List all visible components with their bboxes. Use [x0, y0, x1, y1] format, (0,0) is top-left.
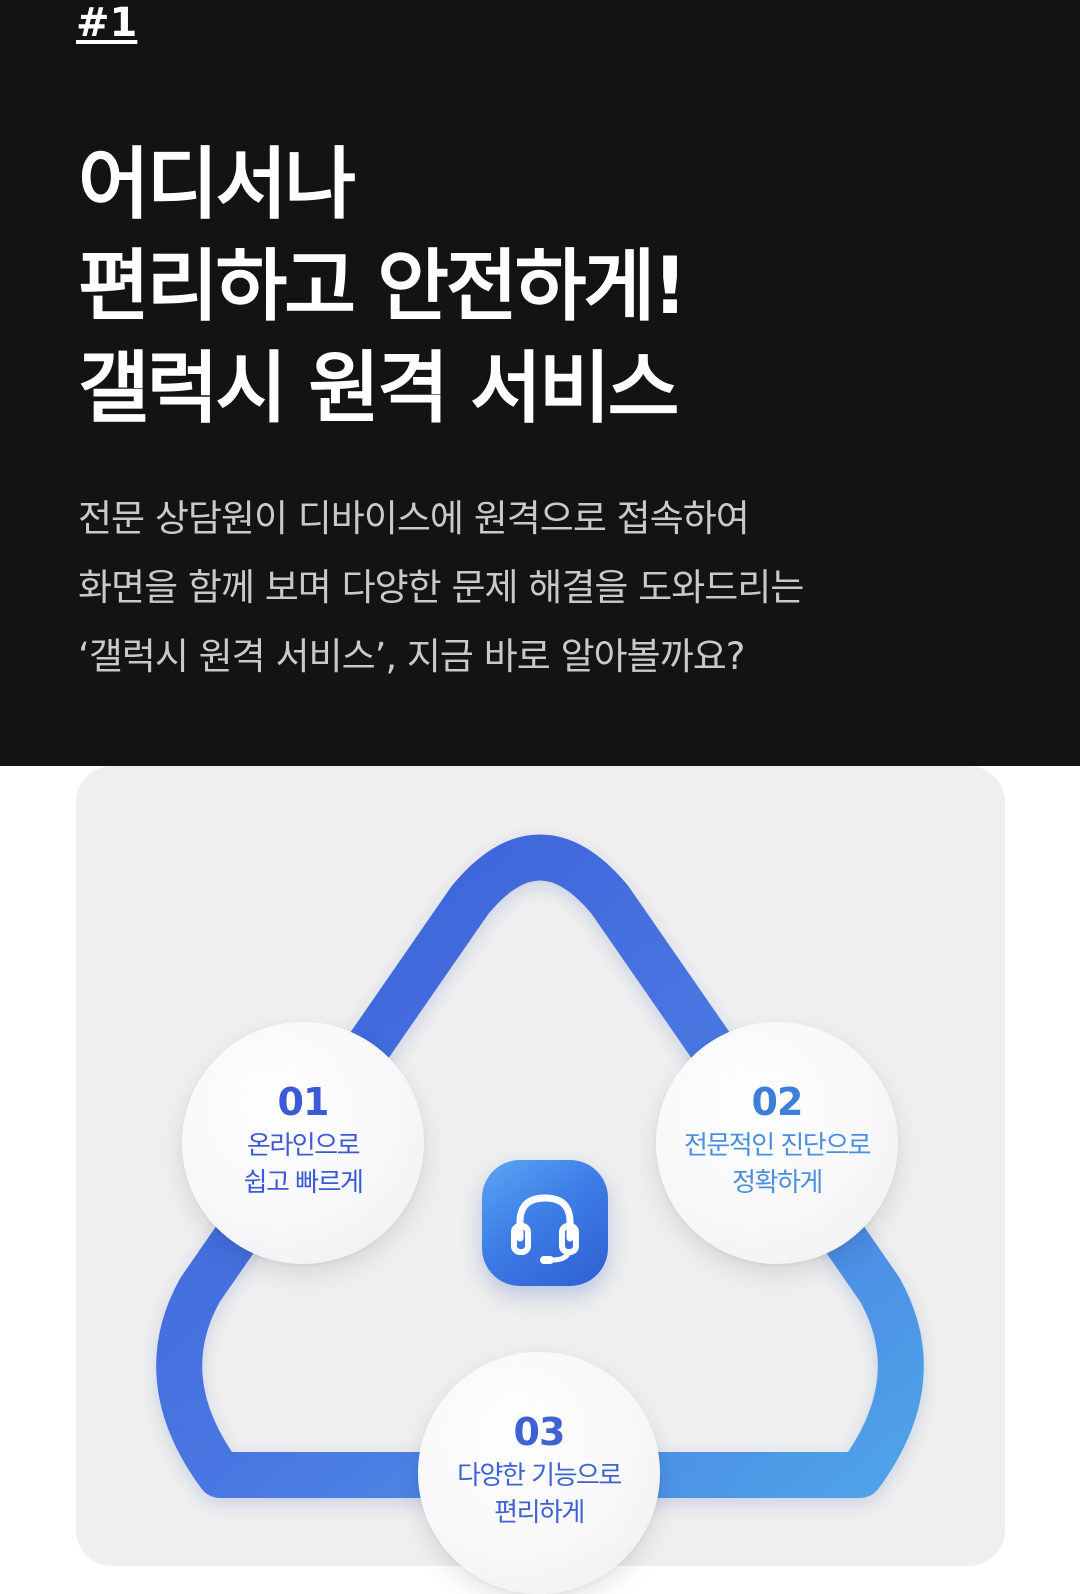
section-tag: #1: [76, 0, 138, 46]
step-03-circle: 03 다양한 기능으로 편리하게: [418, 1352, 660, 1594]
triangle-loop-graphic: [156, 834, 924, 1498]
step-02-label-line-2: 정확하게: [732, 1168, 823, 1198]
headline: 어디서나 편리하고 안전하게! 갤럭시 원격 서비스: [78, 134, 978, 440]
description-line-2: 화면을 함께 보며 다양한 문제 해결을 도와드리는: [78, 566, 804, 609]
step-03-label-line-1: 다양한 기능으로: [457, 1461, 622, 1491]
step-03-number: 03: [513, 1410, 566, 1454]
headset-icon: [511, 1194, 579, 1264]
step-01-circle: 01 온라인으로 쉽고 빠르게: [182, 1022, 424, 1264]
triangle-loop: [156, 834, 924, 1498]
description-line-1: 전문 상담원이 디바이스에 원격으로 접속하여: [78, 497, 750, 540]
step-02-number: 02: [751, 1080, 804, 1124]
headline-line-2: 편리하고 안전하게!: [78, 242, 688, 332]
description: 전문 상담원이 디바이스에 원격으로 접속하여 화면을 함께 보며 다양한 문제…: [78, 484, 998, 691]
step-01-label-line-1: 온라인으로: [246, 1131, 361, 1161]
step-01-number: 01: [277, 1080, 330, 1124]
step-02-circle: 02 전문적인 진단으로 정확하게: [656, 1022, 898, 1264]
headline-line-1: 어디서나: [78, 140, 356, 230]
step-01-label-line-2: 쉽고 빠르게: [243, 1168, 364, 1198]
headline-line-3: 갤럭시 원격 서비스: [78, 344, 679, 434]
step-02-label-line-1: 전문적인 진단으로: [683, 1131, 872, 1161]
remote-service-app-icon: [482, 1160, 608, 1286]
description-line-3: ‘갤럭시 원격 서비스’, 지금 바로 알아볼까요?: [78, 635, 745, 678]
hero-section: #1 어디서나 편리하고 안전하게! 갤럭시 원격 서비스 전문 상담원이 디바…: [0, 0, 1080, 766]
step-03-label-line-2: 편리하게: [494, 1498, 585, 1528]
